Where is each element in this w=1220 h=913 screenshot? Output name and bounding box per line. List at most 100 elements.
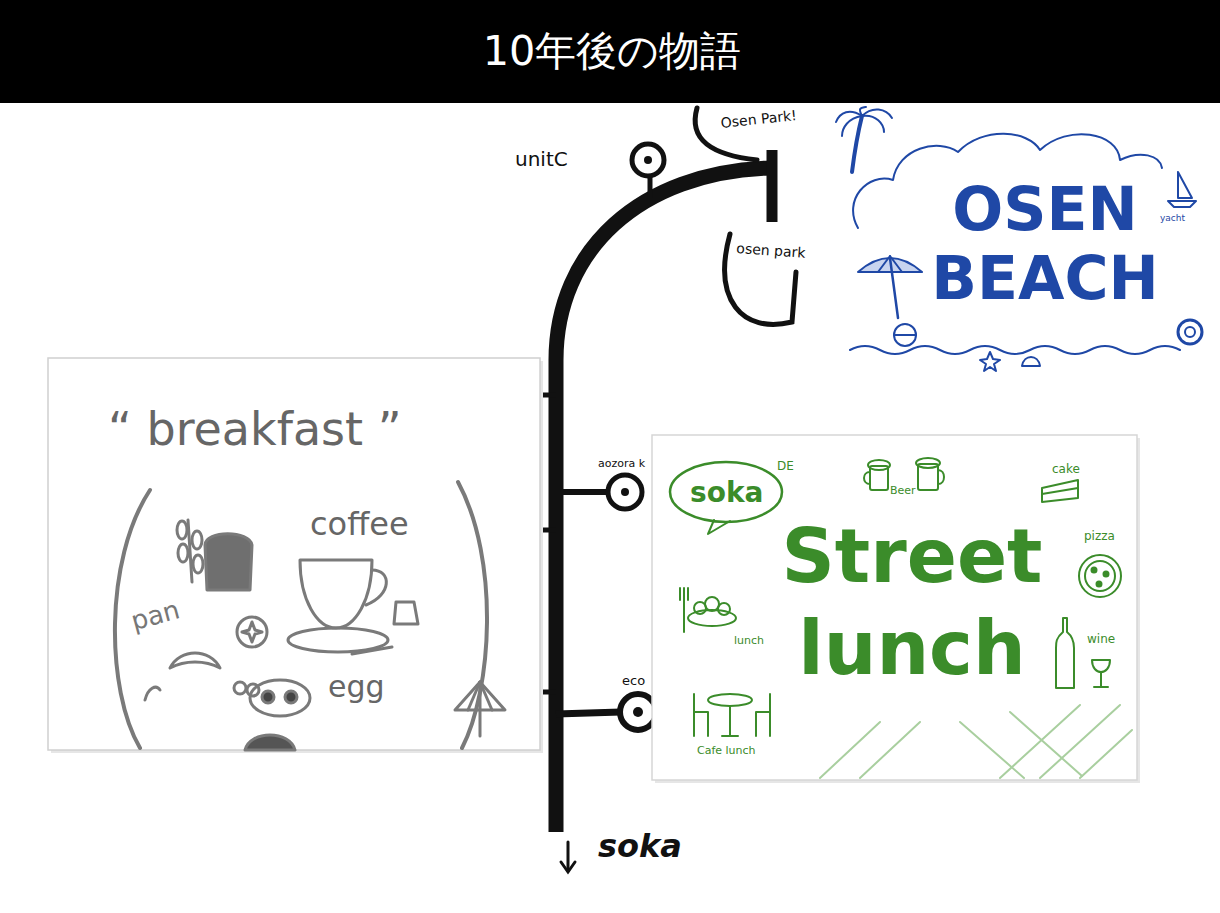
route-line: [767, 150, 778, 222]
south-arrow: [561, 842, 575, 872]
sketch-label: coffee: [310, 506, 409, 543]
beach-sketch: [1022, 357, 1040, 366]
beach-sketch: [980, 352, 1000, 371]
sketch-label: pizza: [1084, 530, 1115, 544]
direction-label: soka: [598, 828, 682, 865]
lunch-sketch: [1085, 561, 1115, 591]
lunch-sketch: [718, 603, 730, 615]
breakfast-sketch: [352, 647, 392, 654]
lunch-sketch: [1080, 730, 1132, 778]
breakfast-sketch: [115, 482, 505, 750]
beach-sketch: [1168, 201, 1196, 207]
lunch-sketch: [1100, 672, 1102, 686]
title-band: 10年後の物語: [0, 0, 1220, 103]
lunch-sketch: [1094, 686, 1108, 688]
breakfast-sketch: [394, 602, 418, 624]
beach-sketch: [894, 334, 916, 336]
card-panel: [830, 105, 1208, 372]
page-title: 10年後の物語: [2, 0, 1220, 103]
sketch-label: wine: [1087, 633, 1115, 647]
lunch-sketch: [1079, 555, 1121, 597]
lunch-sketch: [679, 588, 681, 600]
lunch-sketch: [1042, 480, 1078, 502]
breakfast-sketch: [366, 570, 386, 605]
lunch-sketch: [1042, 488, 1078, 494]
station-marker: [621, 488, 629, 496]
sketch-label: lunch: [734, 635, 764, 648]
beach-sketch: [862, 116, 884, 132]
south-arrow: [567, 842, 570, 871]
beach-sketch: [894, 324, 916, 346]
lunch-sketch: [694, 694, 708, 736]
beach-sketch: [890, 258, 898, 318]
breakfast-sketch: [285, 691, 297, 703]
card-panel: [48, 358, 540, 750]
breakfast-sketch: [300, 560, 372, 628]
bubble-text: soka: [690, 477, 763, 509]
sketch-label: cake: [1052, 463, 1080, 477]
station-label: eco: [622, 674, 645, 689]
breakfast-sketch: [458, 482, 487, 748]
lunch-sketch: [868, 460, 890, 470]
lunch-sketch: [960, 722, 1024, 778]
card-heading: Street lunch: [742, 510, 1082, 694]
lunch-sketch: [1092, 568, 1097, 573]
lunch-sketch: [1097, 582, 1102, 587]
station-marker: [632, 144, 664, 176]
beach-sketch: [842, 116, 862, 136]
lunch-sketch: [1010, 712, 1082, 776]
sketch-label: Cafe lunch: [697, 745, 756, 758]
breakfast-sketch: [479, 682, 482, 736]
sketch-label: DE: [777, 460, 794, 474]
station-label: osen park: [736, 240, 806, 261]
card-heading: “ breakfast ”: [108, 403, 402, 456]
beach-sketch: [878, 256, 890, 272]
station-label: aozora k: [598, 458, 645, 471]
lunch-sketch: [1104, 572, 1109, 577]
station-marker: [644, 156, 652, 164]
station-marker: [620, 694, 656, 730]
lunch-sketch: [705, 597, 719, 611]
breakfast-sketch: [245, 735, 295, 750]
lunch-sketch: [683, 588, 685, 632]
breakfast-sketch: [237, 617, 267, 647]
beach-sketch: [860, 107, 866, 116]
card-panel: [652, 435, 1137, 780]
route-tick: [648, 176, 653, 198]
beach-sketch: [1178, 320, 1202, 344]
sketch-label: Beer: [890, 485, 916, 498]
station-marker: [608, 475, 642, 509]
breakfast-sketch: [145, 687, 160, 700]
lunch-card: soka DE Street lunch Beer cake pizza lunch wine…: [652, 435, 1137, 780]
lunch-sketch: [708, 694, 752, 706]
breakfast-sketch: [170, 653, 220, 668]
breakfast-card: “ breakfast ”coffeepanegg: [48, 358, 540, 750]
park-arc: [695, 108, 796, 324]
breakfast-sketch: [250, 680, 310, 716]
sketch-label: egg: [328, 670, 385, 705]
station-label: unitC: [515, 148, 568, 171]
breakfast-sketch: [262, 691, 274, 703]
lunch-sketch: [820, 722, 880, 778]
lunch-sketch: [864, 472, 870, 484]
breakfast-sketch: [177, 521, 187, 539]
lunch-sketch: [670, 462, 782, 522]
beach-sketch: [850, 346, 1180, 354]
route-tick: [556, 489, 609, 495]
lunch-sketch: [729, 706, 731, 736]
breakfast-sketch: [242, 622, 262, 642]
route-tick: [538, 176, 650, 714]
beach-sketch: [890, 256, 902, 272]
card-heading: OSEN BEACH: [900, 175, 1190, 313]
breakfast-sketch: [480, 682, 492, 710]
breakfast-sketch: [192, 531, 202, 549]
lunch-sketch: [860, 722, 920, 778]
lunch-sketch: [938, 470, 944, 484]
card-panel: [48, 105, 1208, 783]
route-tick: [556, 712, 621, 714]
lunch-sketch: [1056, 618, 1074, 688]
lunch-sketch: [722, 735, 738, 737]
lunch-sketch: [916, 458, 940, 468]
beach-sketch: [852, 116, 862, 172]
